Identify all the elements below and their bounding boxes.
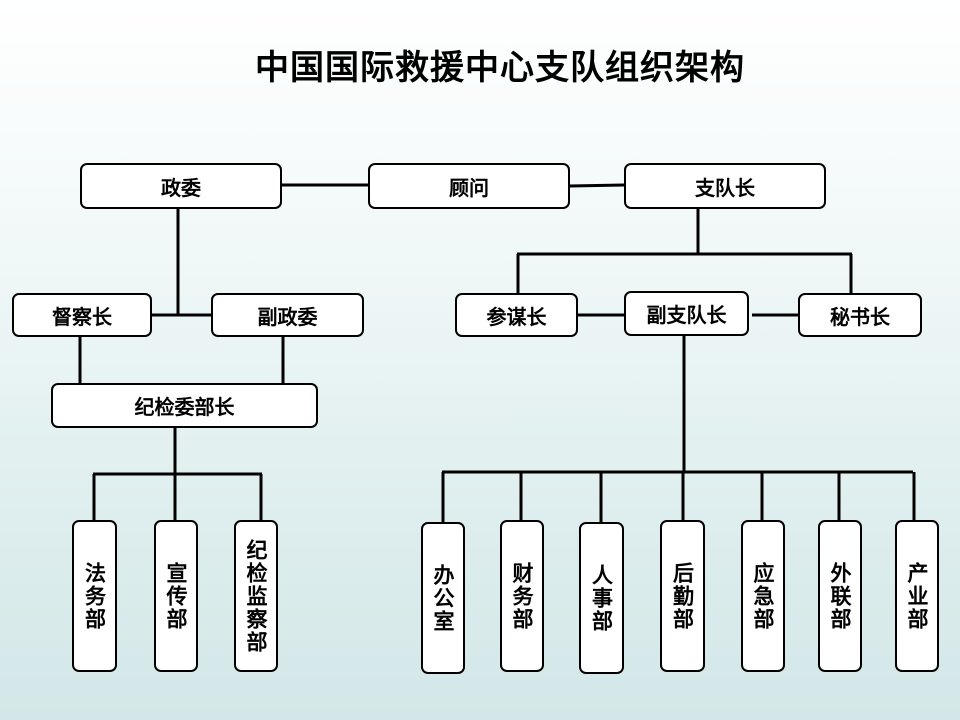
diagram-title: 中国国际救援中心支队组织架构 bbox=[255, 48, 745, 88]
node-detachment-leader: 支队长 bbox=[624, 163, 826, 209]
node-emergency-dept: 应急部 bbox=[741, 520, 785, 672]
node-publicity-dept: 宣传部 bbox=[154, 520, 198, 672]
node-office: 办公室 bbox=[421, 522, 465, 674]
node-external-liaison-dept: 外联部 bbox=[818, 520, 862, 672]
node-deputy-detachment-leader: 副支队长 bbox=[624, 291, 749, 336]
node-hr-dept: 人事部 bbox=[579, 522, 624, 674]
node-legal-dept: 法务部 bbox=[72, 520, 117, 672]
node-industry-dept: 产业部 bbox=[895, 520, 939, 672]
node-advisor: 顾问 bbox=[368, 163, 570, 209]
node-secretary-general: 秘书长 bbox=[798, 293, 922, 337]
node-deputy-commissar: 副政委 bbox=[211, 293, 364, 337]
node-discipline-head: 纪检委部长 bbox=[51, 383, 318, 428]
node-political-commissar: 政委 bbox=[80, 163, 282, 209]
node-finance-dept: 财务部 bbox=[500, 520, 544, 672]
node-logistics-dept: 后勤部 bbox=[660, 520, 705, 672]
node-chief-of-staff: 参谋长 bbox=[455, 293, 578, 337]
node-discipline-inspection-dept: 纪检监察部 bbox=[234, 520, 278, 672]
node-chief-inspector: 督察长 bbox=[12, 293, 152, 337]
